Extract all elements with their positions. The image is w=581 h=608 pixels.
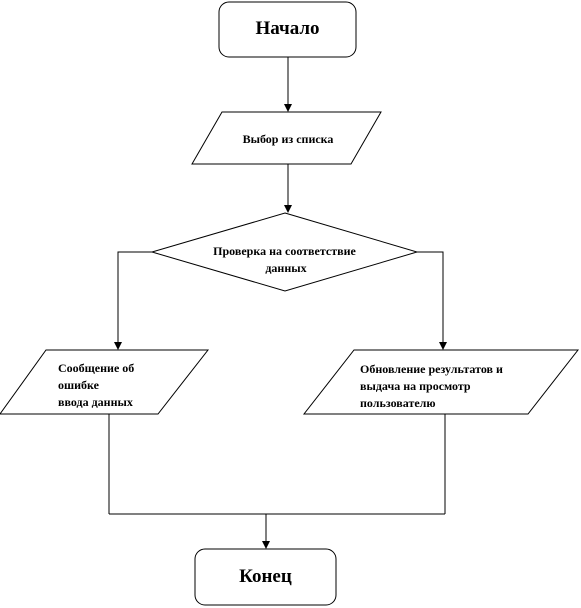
select-node: Выбор из списка — [191, 111, 382, 165]
check-decision-shape — [150, 212, 419, 292]
select-label: Выбор из списка — [243, 132, 334, 146]
connector-check-to-update — [417, 251, 444, 342]
end-terminator-shape — [194, 548, 337, 606]
arrowhead-end — [262, 541, 270, 549]
connector-check-to-error — [117, 251, 152, 342]
error-node: Сообщение об ошибке ввода данных — [0, 349, 210, 415]
arrowhead-check — [284, 205, 292, 213]
start-terminator-shape — [218, 1, 357, 58]
end-label: Конец — [239, 566, 292, 587]
connectors — [108, 57, 447, 549]
arrowhead-select — [284, 104, 292, 112]
arrowhead-update — [439, 342, 447, 350]
select-io-shape — [191, 111, 382, 165]
arrowhead-error — [114, 342, 122, 350]
update-label-line-2: выдача на просмотр — [360, 379, 471, 393]
update-label-line-3: пользователю — [360, 396, 436, 410]
update-node: Обновление результатов и выдача на просм… — [302, 349, 580, 415]
check-label-line-1: Проверка на соответствие — [213, 244, 356, 258]
end-node: Конец — [194, 548, 337, 606]
update-label-line-1: Обновление результатов и — [360, 362, 503, 376]
start-label: Начало — [255, 18, 319, 39]
start-node: Начало — [218, 1, 357, 58]
check-node: Проверка на соответствие данных — [150, 212, 419, 292]
check-label-line-2: данных — [265, 261, 306, 275]
error-label-line-2: ошибке — [58, 378, 100, 392]
error-label-line-3: ввода данных — [58, 395, 133, 409]
update-label: Обновление результатов и выдача на просм… — [360, 362, 506, 410]
error-io-shape — [0, 349, 210, 415]
error-label-line-1: Сообщение об — [58, 361, 134, 375]
error-label: Сообщение об ошибке ввода данных — [58, 361, 137, 409]
update-io-shape — [302, 349, 580, 415]
check-label: Проверка на соответствие данных — [213, 244, 359, 275]
